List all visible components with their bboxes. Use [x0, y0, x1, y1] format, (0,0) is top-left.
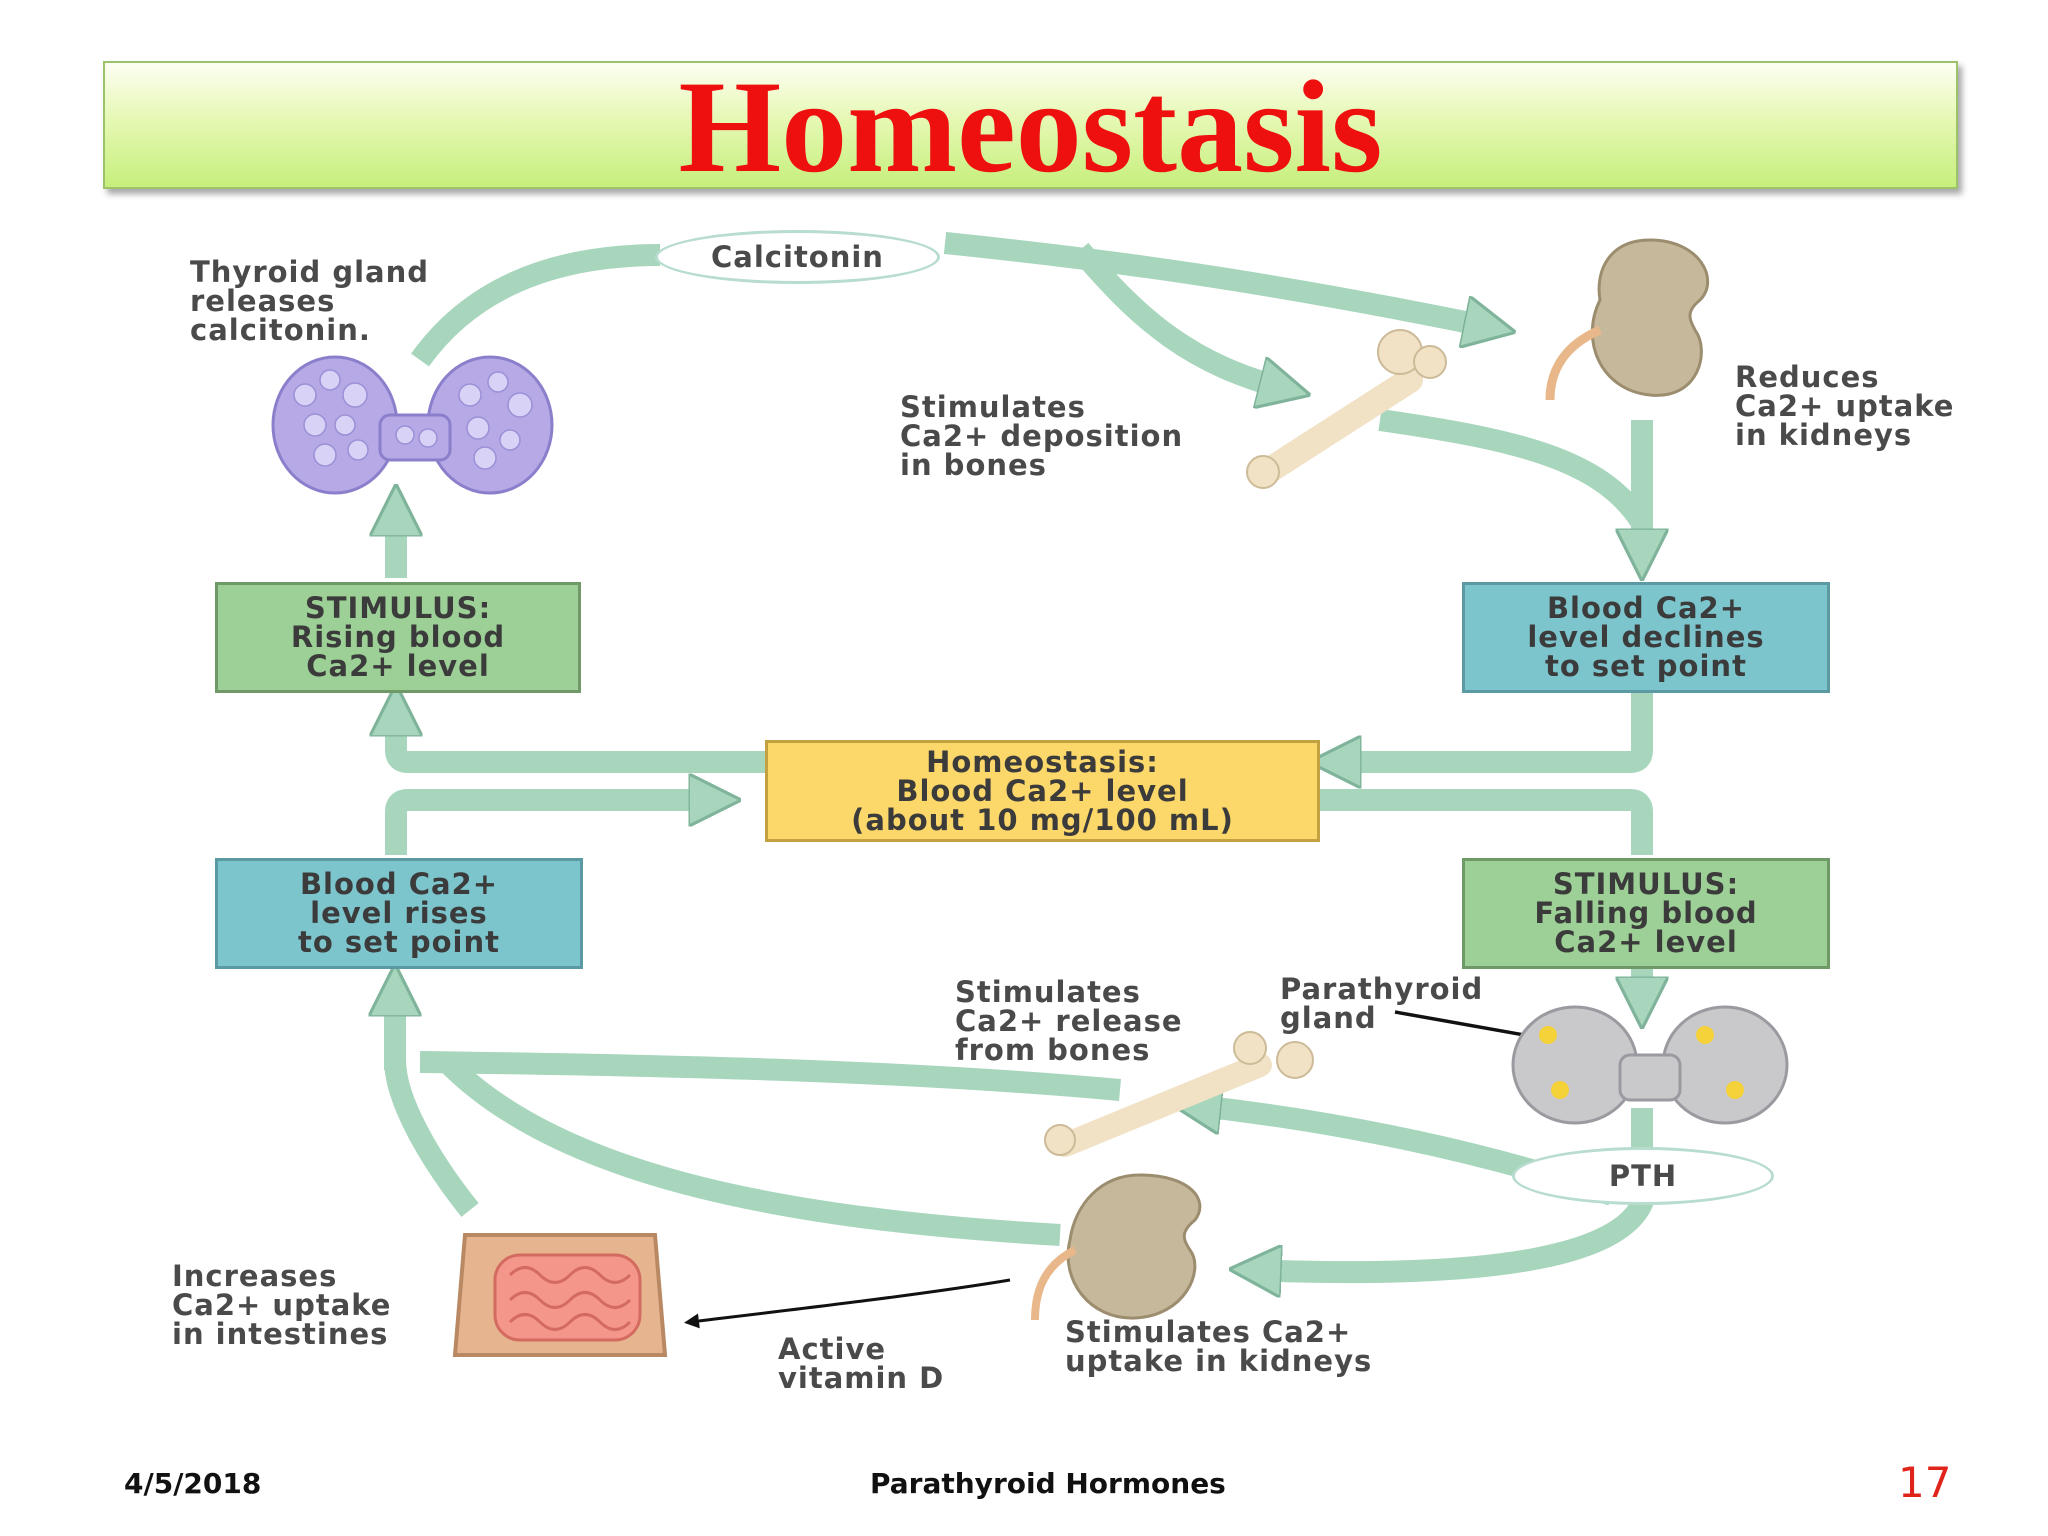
parathyroid-pointer — [1394, 1010, 1531, 1038]
parathyroid-label: Parathyroid gland — [1280, 972, 1484, 1035]
homeostasis-box: Homeostasis: Blood Ca2+ level (about 10 … — [765, 740, 1320, 842]
thyroid-releases-label: Thyroid gland releases calcitonin. — [190, 255, 430, 347]
stimulates-kidneys-label: Stimulates Ca2+ uptake in kidneys — [1065, 1315, 1373, 1378]
arrow-intestine-up — [384, 1059, 479, 1217]
arrow-bone-to-left — [419, 1051, 1121, 1101]
deposition-label: Stimulates Ca2+ deposition in bones — [900, 390, 1184, 482]
reduces-kidneys-label: Reduces Ca2+ uptake in kidneys — [1735, 360, 1955, 452]
intestine-illustration — [452, 1233, 668, 1357]
intestines-label: Increases Ca2+ uptake in intestines — [172, 1259, 392, 1351]
slide-title: Homeostasis — [678, 53, 1383, 200]
bone-bottom-illustration — [1044, 1031, 1314, 1157]
arrow-pth-to-kidney — [1250, 1191, 1656, 1272]
release-label: Stimulates Ca2+ release from bones — [955, 975, 1183, 1067]
arrow-declines-to-homeostasis — [1330, 692, 1653, 762]
declines-box: Blood Ca2+ level declines to set point — [1462, 582, 1830, 693]
vitamin-d-arrow — [684, 1278, 1011, 1329]
footer-date: 4/5/2018 — [124, 1467, 262, 1500]
kidney-top-illustration — [1545, 238, 1710, 401]
kidney-bottom-illustration — [1031, 1173, 1202, 1321]
vitamin-d-label: Active vitamin D — [778, 1332, 945, 1395]
arrow-bone-to-declines — [1378, 409, 1650, 527]
rises-box: Blood Ca2+ level rises to set point — [215, 858, 583, 969]
pth-pill: PTH — [1512, 1147, 1774, 1205]
thyroid-gland-illustration — [271, 355, 554, 495]
stimulus-falling-box: STIMULUS: Falling blood Ca2+ level — [1462, 858, 1830, 969]
stimulus-rising-box: STIMULUS: Rising blood Ca2+ level — [215, 582, 581, 693]
page-number: 17 — [1898, 1458, 1952, 1507]
bone-top-illustration — [1246, 329, 1447, 489]
footer-title: Parathyroid Hormones — [870, 1467, 1226, 1500]
arrow-kidney-to-left — [437, 1052, 1061, 1246]
arrow-thyroid-to-calcitonin — [411, 244, 661, 367]
arrow-homeostasis-to-rising — [396, 705, 765, 773]
calcitonin-pill: Calcitonin — [655, 230, 940, 284]
arrow-rises-to-homeostasis — [385, 800, 720, 855]
arrow-homeostasis-to-falling — [1312, 789, 1653, 855]
title-bar: Homeostasis — [103, 57, 1958, 197]
arrow-calcitonin-to-bone — [1071, 242, 1290, 390]
arrow-calcitonin-to-kidney — [943, 232, 1495, 328]
parathyroid-gland-illustration — [1511, 1005, 1789, 1125]
